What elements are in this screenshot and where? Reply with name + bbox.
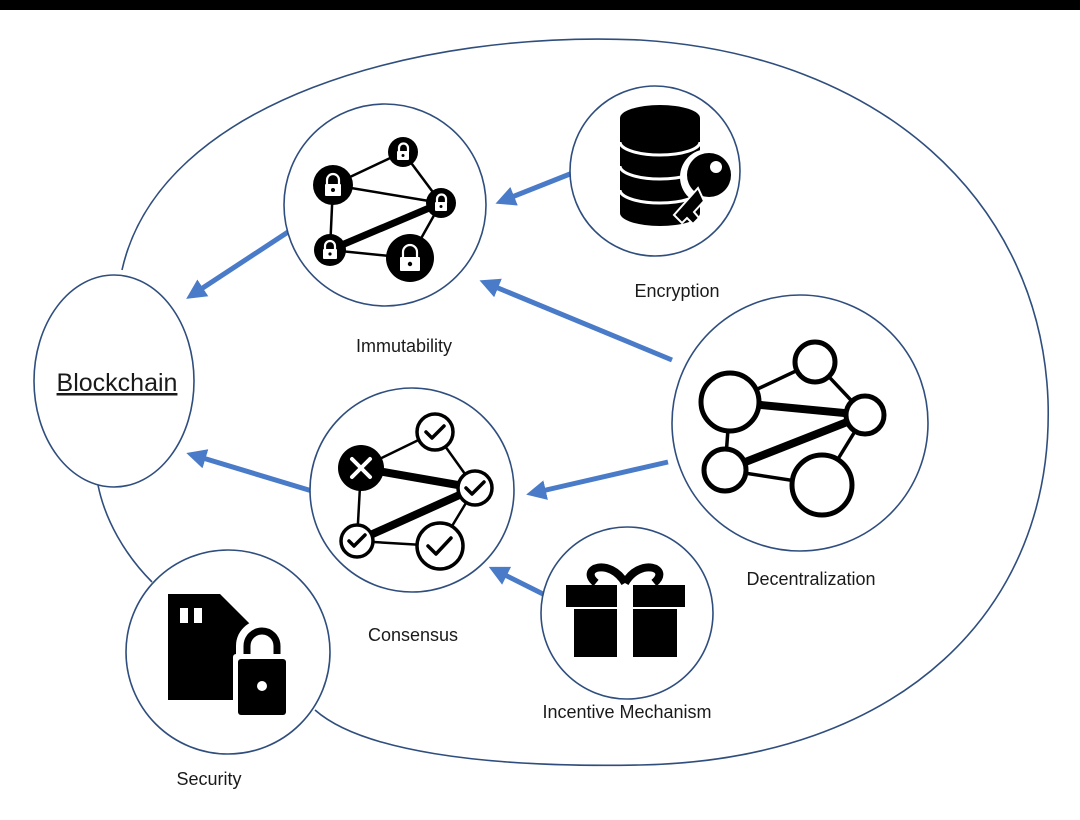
gift-icon bbox=[566, 563, 685, 659]
incentive-node: Incentive Mechanism bbox=[540, 526, 714, 722]
arrow-consensus-to-blockchain bbox=[186, 449, 313, 494]
blockchain-node: Blockchain bbox=[33, 274, 195, 488]
arrow-decentralization-to-immutability bbox=[479, 278, 673, 363]
database-key-icon bbox=[618, 105, 736, 226]
decentralization-node: Decentralization bbox=[671, 294, 929, 589]
arrow-decentralization-to-consensus bbox=[526, 459, 669, 500]
arrow-immutability-to-blockchain bbox=[186, 229, 290, 299]
arrow-incentive-to-consensus bbox=[488, 566, 549, 599]
consensus-network-icon bbox=[338, 412, 494, 571]
arrows bbox=[186, 169, 673, 599]
outer-boundary-ring bbox=[121, 38, 1049, 767]
locked-network-icon bbox=[313, 137, 456, 282]
decentralization-label: Decentralization bbox=[746, 569, 875, 589]
arrow-encryption-to-immutability bbox=[495, 169, 576, 206]
security-label: Security bbox=[176, 769, 241, 789]
security-node: Security bbox=[125, 549, 331, 789]
consensus-node: Consensus bbox=[309, 387, 515, 645]
immutability-node: Immutability bbox=[283, 103, 487, 356]
immutability-label: Immutability bbox=[356, 336, 452, 356]
outer-boundary-ring-left bbox=[97, 484, 153, 583]
incentive-label: Incentive Mechanism bbox=[542, 702, 711, 722]
sim-card-lock-icon bbox=[168, 594, 291, 720]
top-border-bar bbox=[0, 0, 1080, 10]
encryption-node: Encryption bbox=[569, 85, 741, 301]
consensus-label: Consensus bbox=[368, 625, 458, 645]
blockchain-label: Blockchain bbox=[57, 369, 178, 397]
encryption-label: Encryption bbox=[634, 281, 719, 301]
decentralized-network-icon bbox=[698, 339, 887, 518]
